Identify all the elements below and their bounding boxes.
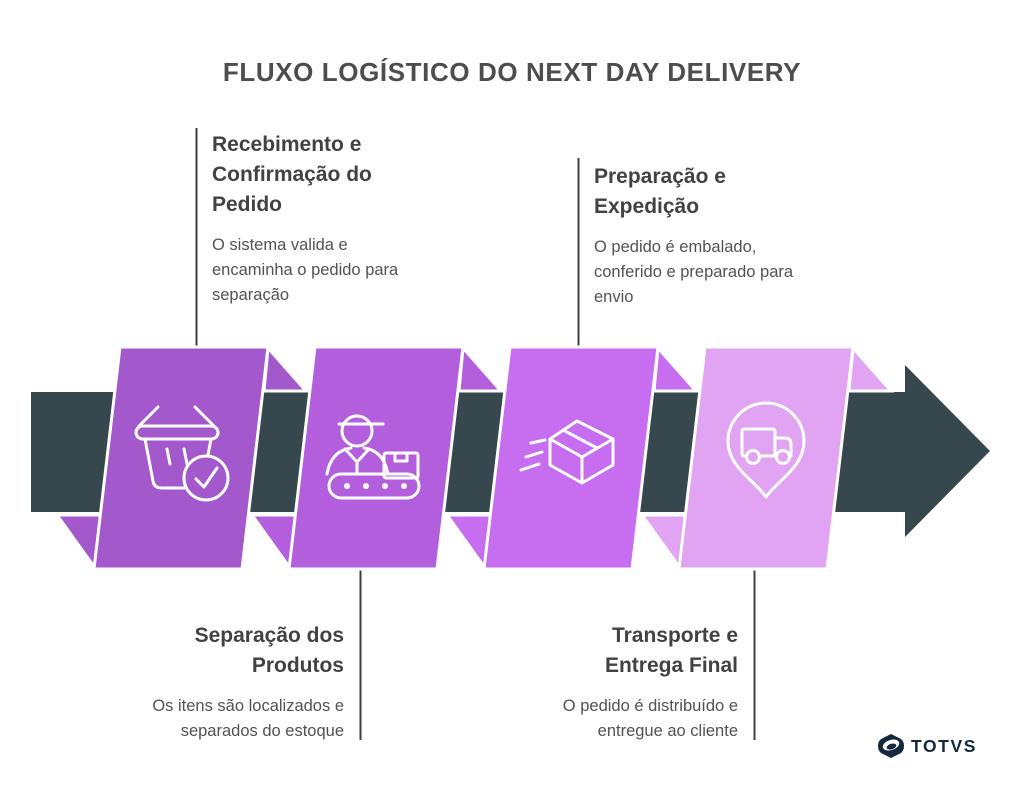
step-heading: Preparação e Expedição [594,165,726,218]
step-block-recebimento: Recebimento e Confirmação do Pedido O si… [212,130,444,308]
ribbon-panel [482,345,660,571]
step-block-transporte: Transporte e Entrega Final O pedido é di… [514,621,738,744]
shipping-box-icon [519,419,615,485]
ribbon-fold [847,344,895,393]
ribbon-panel [287,345,465,571]
flow-shape-separacao [249,344,505,573]
basket-check-icon [134,405,230,502]
step-description: O pedido é distribuído e entregue ao cli… [562,697,738,740]
step-block-preparacao: Preparação e Expedição O pedido é embala… [594,162,846,310]
page-title: FLUXO LOGÍSTICO DO NEXT DAY DELIVERY [222,57,802,87]
step-description: O sistema valida e encaminha o pedido pa… [212,236,399,304]
ribbon-fold [457,344,505,393]
ribbon-fold [262,344,310,393]
step-description: Os itens são localizados e separados do … [152,697,344,740]
flow-shape-recebimento [54,344,310,573]
step-description: O pedido é embalado, conferido e prepara… [594,238,794,306]
arrow-head [905,365,990,537]
flow-shape-preparacao [444,344,700,573]
ribbon-fold [652,344,700,393]
totvs-logo-text: TOTVS [910,735,977,756]
truck-location-pin-icon [726,401,806,499]
step-block-separacao: Separação dos Produtos Os itens são loca… [120,621,344,744]
flow-shape-transporte [639,344,895,573]
worker-conveyor-icon [325,414,421,500]
ribbon-panel [92,345,270,571]
ribbon-panel [677,345,855,571]
totvs-logo-icon [877,734,904,758]
step-heading: Separação dos Produtos [194,624,344,677]
totvs-logo: TOTVS [877,733,977,759]
step-heading: Transporte e Entrega Final [604,624,738,677]
step-heading: Recebimento e Confirmação do Pedido [212,133,372,216]
